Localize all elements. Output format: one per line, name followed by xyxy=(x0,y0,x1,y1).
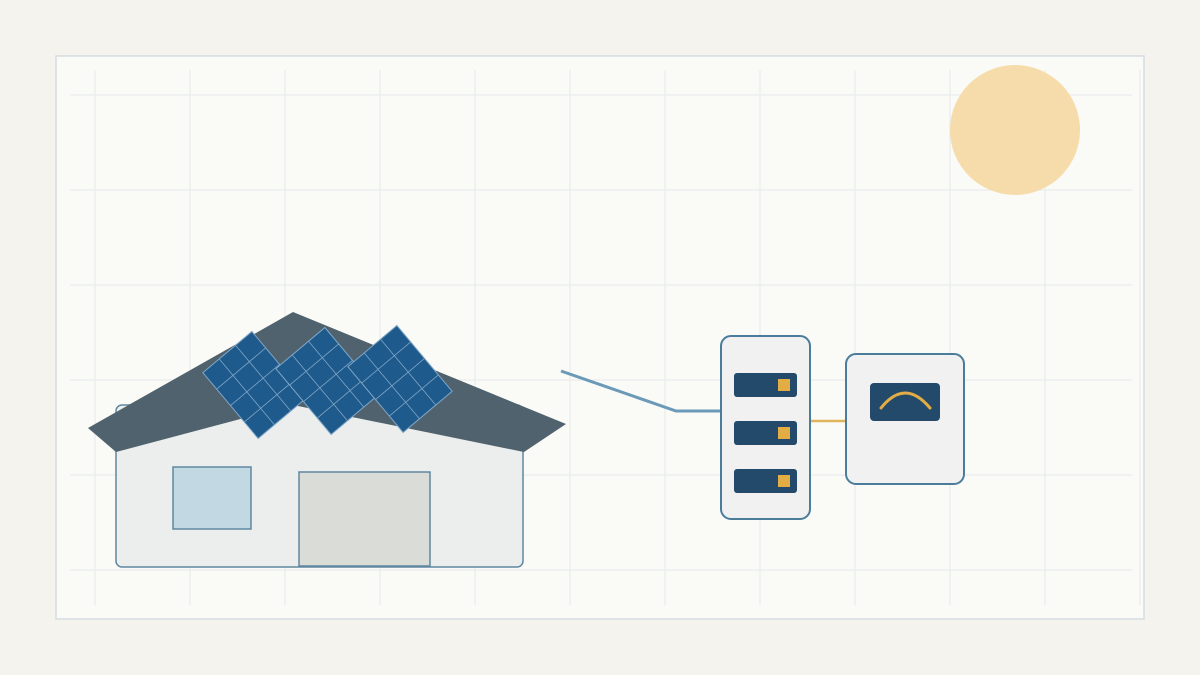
garage-door xyxy=(298,471,431,567)
house-icon xyxy=(88,312,566,568)
solar-cell-divider xyxy=(317,376,367,419)
solar-panel-icon xyxy=(202,330,308,440)
battery-modules xyxy=(734,373,797,493)
solar-cell-divider xyxy=(230,364,280,406)
solar-cell-divider xyxy=(244,380,294,423)
battery-indicator-light xyxy=(778,379,790,391)
pv-to-battery-wire xyxy=(560,369,722,413)
house-window xyxy=(172,466,252,530)
solar-panel-array xyxy=(202,324,453,440)
battery-indicator-light xyxy=(778,475,790,487)
inverter-icon xyxy=(845,353,965,485)
solar-cell-divider xyxy=(361,341,411,384)
gauge-icon xyxy=(879,391,932,410)
solar-cell-divider xyxy=(303,360,353,402)
inverter-display xyxy=(870,383,940,421)
solar-panel-icon xyxy=(347,324,453,434)
solar-cell-divider xyxy=(289,343,339,386)
solar-cell-divider xyxy=(216,347,266,390)
sun-icon xyxy=(950,65,1080,195)
battery-stack-icon xyxy=(720,335,811,520)
solar-panel-icon xyxy=(275,326,381,436)
background-grid xyxy=(70,70,1141,605)
solar-cell-divider xyxy=(375,358,425,400)
solar-cell-divider xyxy=(389,374,439,417)
battery-indicator-light xyxy=(778,427,790,439)
